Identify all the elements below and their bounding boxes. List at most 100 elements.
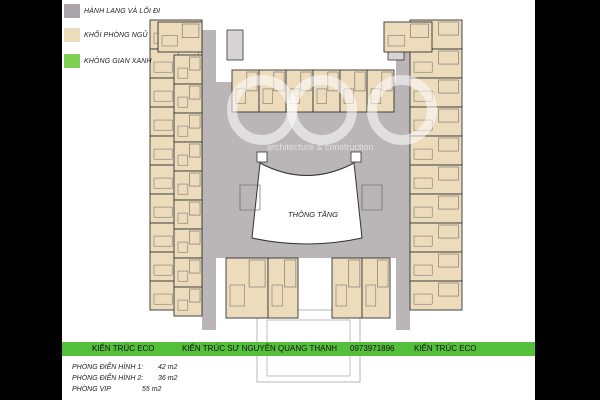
room-bed — [177, 67, 189, 79]
room-bath — [189, 114, 201, 129]
legend-label-green: KHÔNG GIAN XANH — [84, 57, 152, 65]
room-bed — [413, 235, 433, 247]
room-bed — [153, 148, 173, 160]
room-bed — [413, 293, 433, 305]
stair-right — [361, 184, 383, 211]
left-wing-inner-room — [173, 199, 203, 230]
room-bath — [189, 288, 201, 303]
area-value-vip: 55 m2 — [142, 386, 162, 393]
room-bath — [348, 259, 361, 288]
room-bath — [354, 71, 366, 92]
atrium-label: THÔNG TẦNG — [288, 210, 338, 219]
left-wing-inner-room — [173, 141, 203, 172]
room-bed — [153, 61, 173, 73]
room-bath — [438, 224, 459, 239]
floor-plan-sheet: architecture & construction HÀNH LANG VÀ… — [62, 0, 535, 400]
room-outline — [409, 164, 463, 195]
room-bath — [248, 259, 266, 288]
watermark-letter-ring — [367, 75, 437, 145]
right-stair-tower — [383, 21, 433, 53]
legend-swatch-corridor — [64, 4, 80, 18]
legend-label-corridor: HÀNH LANG VÀ LÕI ĐI — [84, 7, 161, 15]
room-bath — [438, 21, 459, 36]
room-bed — [153, 206, 173, 218]
right-wing-outer-room — [409, 280, 463, 311]
legend-item-bedroom: KHỐI PHÒNG NGỦ — [64, 27, 148, 43]
room-bed — [161, 35, 178, 47]
room-bed — [177, 96, 189, 108]
room-outline — [409, 222, 463, 253]
room-bath — [189, 143, 201, 158]
area-label-type1: PHÒNG ĐIỂN HÌNH 1: — [72, 364, 144, 371]
atrium-opening — [251, 162, 363, 245]
left-wing-inner-room — [173, 112, 203, 143]
room-bath — [189, 201, 201, 216]
room-outline — [409, 280, 463, 311]
room-bed — [262, 88, 273, 104]
room-bed — [177, 125, 189, 137]
room-bath — [189, 172, 201, 187]
left-wing-inner-room — [173, 83, 203, 114]
right-corridor — [396, 30, 410, 330]
room-bed — [177, 241, 189, 253]
room-bed — [153, 90, 173, 102]
area-value-type2: 36 m2 — [158, 375, 178, 382]
legend-item-corridor: HÀNH LANG VÀ LÕI ĐI — [64, 3, 160, 19]
legend-swatch-green — [64, 54, 80, 68]
room-bed — [413, 61, 433, 73]
watermark-letter-ring — [287, 75, 357, 145]
room-bath — [438, 253, 459, 268]
room-bath — [189, 85, 201, 100]
room-bed — [229, 284, 245, 307]
room-bed — [387, 35, 406, 47]
room-bed — [413, 264, 433, 276]
room-outline — [267, 257, 299, 319]
room-bed — [271, 284, 283, 307]
room-outline — [331, 257, 363, 319]
banner-brand-left: KIẾN TRÚC ECO — [92, 344, 155, 353]
area-value-type1: 42 m2 — [158, 364, 178, 371]
right-wing-outer-room — [409, 193, 463, 224]
legend-swatch-bedroom — [64, 28, 80, 42]
room-bath — [284, 259, 297, 288]
room-outline — [225, 257, 269, 319]
room-bath — [181, 23, 200, 38]
stair-core-left — [226, 29, 244, 61]
banner-architect-name: KIẾN TRÚC SƯ NGUYỄN QUANG THẠNH — [182, 344, 337, 353]
atrium-void — [239, 151, 383, 245]
room-bath — [189, 230, 201, 245]
room-bed — [413, 206, 433, 218]
room-outline — [157, 21, 203, 53]
room-bath — [438, 79, 459, 94]
room-bath — [189, 56, 201, 71]
eco-watermark-logo: architecture & construction — [227, 75, 437, 152]
left-stair-tower — [157, 21, 203, 53]
room-bath — [377, 259, 389, 288]
left-wing-inner-room — [173, 286, 203, 317]
room-bath — [438, 166, 459, 181]
room-bed — [413, 177, 433, 189]
room-outline — [409, 48, 463, 79]
left-wing-inner-room — [173, 54, 203, 85]
area-label-vip: PHÒNG VIP — [72, 386, 111, 393]
room-bed — [153, 119, 173, 131]
room-bed — [413, 148, 433, 160]
legend-item-green: KHÔNG GIAN XANH — [64, 53, 152, 69]
room-bed — [153, 264, 173, 276]
legend-label-bedroom: KHỐI PHÒNG NGỦ — [84, 31, 148, 39]
room-bed — [153, 293, 173, 305]
room-bath — [189, 259, 201, 274]
room-outline — [383, 21, 433, 53]
room-bed — [177, 270, 189, 282]
floor-plan: architecture & construction — [149, 19, 463, 383]
room-outline — [409, 193, 463, 224]
room-bed — [153, 235, 173, 247]
right-wing-outer-room — [409, 48, 463, 79]
column-right — [350, 151, 362, 163]
room-bath — [410, 23, 429, 38]
room-bed — [177, 212, 189, 224]
room-bed — [316, 88, 327, 104]
room-bath — [438, 282, 459, 297]
stair-left — [239, 184, 261, 211]
